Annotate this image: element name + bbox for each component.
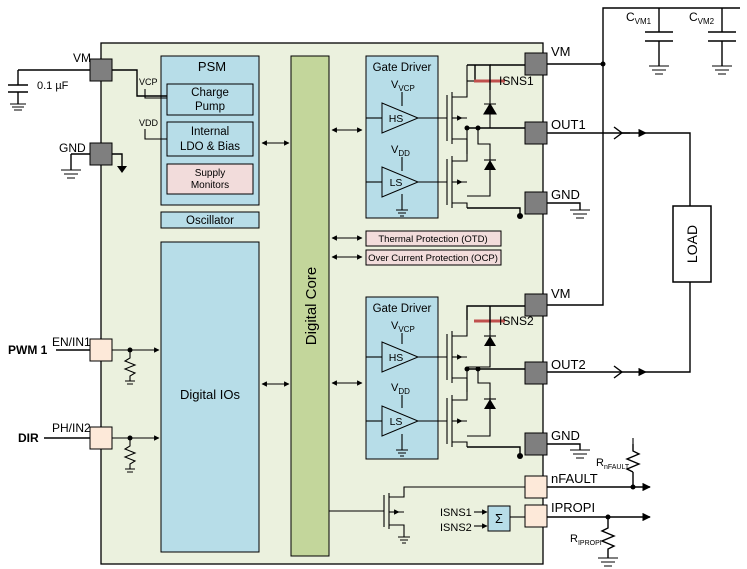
thermal-protection-label: Thermal Protection (OTD)	[378, 234, 487, 245]
vdd-small-label: VDD	[139, 118, 159, 128]
internal-ldo-label-1: Internal	[191, 126, 229, 138]
pwm-label: PWM 1	[8, 343, 48, 357]
gd1-vdd-label: VDD	[391, 144, 410, 158]
capacitor-0p1uf	[8, 70, 28, 111]
charge-pump-block	[166, 83, 254, 116]
oscillator-label: Oscillator	[186, 215, 234, 227]
pin-gnd-2	[524, 432, 548, 456]
charge-pump-label-1: Charge	[191, 87, 229, 99]
pin-out2	[524, 361, 548, 385]
gate-driver-1-label: Gate Driver	[373, 62, 432, 74]
pin-vm-left	[89, 58, 113, 82]
gate-driver-2-label: Gate Driver	[373, 303, 432, 315]
pin-out2-label: OUT2	[551, 357, 586, 372]
hs-label-1: HS	[389, 113, 404, 125]
pin-ph-in2-label: PH/IN2	[52, 421, 91, 435]
gd2-vdd-label: VDD	[391, 382, 410, 396]
supply-monitors-label-2: Monitors	[191, 180, 229, 191]
isns2-label: ISNS2	[499, 314, 534, 328]
vcp-small-label: VCP	[139, 77, 158, 87]
pin-gnd-1	[524, 191, 548, 215]
isns2-input-label: ISNS2	[440, 522, 472, 534]
cap-value-label: 0.1 µF	[37, 80, 69, 92]
supply-monitors-block	[166, 163, 254, 195]
pin-gnd-2-label: GND	[551, 428, 580, 443]
ls-label-1: LS	[390, 177, 403, 189]
digital-ios-block	[160, 241, 260, 553]
sigma-label: Σ	[495, 511, 503, 526]
hs-label-2: HS	[389, 352, 404, 364]
gate-driver-2-block	[365, 296, 439, 460]
gd1-vcp-label: VVCP	[391, 79, 415, 93]
pin-nfault	[524, 475, 548, 499]
pin-ph-in2	[89, 426, 113, 450]
pin-nfault-label: nFAULT	[551, 471, 598, 486]
oscillator-block	[160, 211, 260, 229]
gd2-vcp-label: VVCP	[391, 320, 415, 334]
pin-ipropi	[524, 504, 548, 528]
load-label: LOAD	[684, 225, 700, 263]
isns1-label: ISNS1	[499, 74, 534, 88]
cvm2-label: CVM2	[689, 10, 715, 26]
rnfault-label: RnFAULT	[596, 457, 630, 471]
ls-label-2: LS	[390, 416, 403, 428]
pin-out1-label: OUT1	[551, 117, 586, 132]
digital-core-block	[290, 55, 330, 557]
pin-out1	[524, 121, 548, 145]
sigma-block	[487, 505, 511, 532]
nfault-transistor	[329, 486, 525, 544]
h-bridge-2	[418, 305, 535, 459]
isns1-input-label: ISNS1	[440, 507, 472, 519]
internal-ldo-label-2: LDO & Bias	[180, 141, 240, 153]
digital-core-label: Digital Core	[303, 267, 320, 345]
dir-label: DIR	[18, 431, 39, 445]
pin-gnd-left-label: GND	[59, 141, 86, 155]
capacitor-cvm2	[708, 8, 736, 75]
cvm1-label: CVM1	[626, 10, 652, 26]
ripropi-label: RIPROPI	[570, 533, 602, 547]
gate-driver-1-block	[365, 55, 439, 219]
pin-vm-1	[524, 52, 548, 76]
pin-vm-2-label: VM	[551, 286, 571, 301]
load-block	[672, 205, 712, 283]
capacitor-cvm1	[645, 8, 673, 75]
pin-vm-left-label: VM	[73, 51, 91, 65]
psm-label: PSM	[198, 59, 226, 74]
pin-gnd-left	[89, 142, 113, 166]
charge-pump-label-2: Pump	[195, 101, 225, 113]
pin-en-in1-label: EN/IN1	[52, 335, 91, 349]
digital-ios-label: Digital IOs	[180, 387, 240, 402]
ocp-label: Over Current Protection (OCP)	[368, 253, 498, 264]
thermal-protection-block	[365, 230, 502, 247]
pin-vm-2	[524, 293, 548, 317]
pin-vm-1-label: VM	[551, 44, 571, 59]
h-bridge-1	[418, 64, 535, 219]
internal-ldo-block	[166, 121, 254, 157]
pin-ipropi-label: IPROPI	[551, 500, 595, 515]
supply-monitors-label-1: Supply	[195, 168, 226, 179]
pin-en-in1	[89, 338, 113, 362]
ocp-block	[365, 249, 502, 266]
pin-gnd-1-label: GND	[551, 187, 580, 202]
